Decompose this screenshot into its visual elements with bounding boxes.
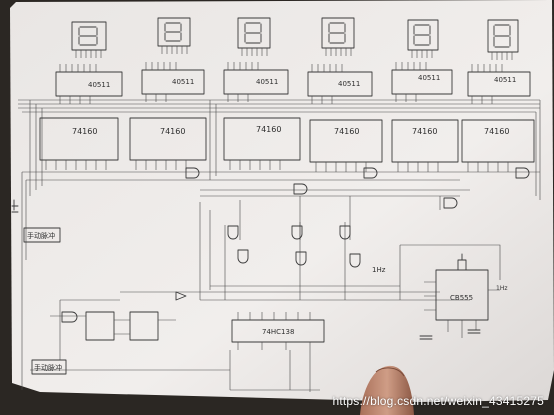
bottom-pulse-box: 手动脉冲 bbox=[31, 359, 67, 375]
nand-gate-6 bbox=[349, 253, 361, 268]
counter-chip-5: 74160 bbox=[391, 119, 459, 172]
finger bbox=[360, 365, 414, 415]
counter-label-6: 74160 bbox=[484, 127, 509, 136]
decoder-chip-3: 40511 bbox=[223, 62, 289, 102]
flip-flops bbox=[50, 311, 176, 341]
watermark: https://blog.csdn.net/weixin_43415275 bbox=[332, 394, 544, 408]
counter-chip-3: 74160 bbox=[223, 117, 301, 170]
counter-label-2: 74160 bbox=[160, 127, 185, 136]
and-gate-5 bbox=[443, 197, 458, 209]
nand-gate-4 bbox=[237, 249, 249, 264]
wiring-middle bbox=[21, 171, 540, 392]
timer-chip: CB555 1Hz bbox=[419, 253, 507, 340]
decoder-chip-1: 40511 bbox=[55, 64, 123, 104]
logic-gates bbox=[61, 167, 530, 323]
and-gate-1 bbox=[185, 167, 200, 179]
mux-chip: 74HC138 bbox=[231, 312, 325, 350]
seven-seg-display-4 bbox=[321, 17, 355, 56]
freq-label: 1Hz bbox=[372, 266, 386, 274]
seven-seg-display-2 bbox=[157, 17, 191, 54]
timer-label: CB555 bbox=[450, 294, 473, 302]
counter-label-1: 74160 bbox=[72, 127, 97, 136]
nand-gate-3 bbox=[339, 225, 351, 240]
counter-label-3: 74160 bbox=[256, 125, 281, 134]
capacitor-2 bbox=[467, 329, 481, 334]
mux-label: 74HC138 bbox=[262, 328, 294, 336]
display-row: 40511 40511 40511 40511 40511 40511 bbox=[55, 17, 531, 104]
capacitor-1 bbox=[419, 335, 433, 340]
seven-seg-display-5 bbox=[407, 19, 439, 58]
counter-label-4: 74160 bbox=[334, 127, 359, 136]
decoder-label-6: 40511 bbox=[494, 76, 516, 84]
and-gate-2 bbox=[363, 167, 378, 179]
flip-flop-2 bbox=[129, 311, 159, 341]
and-gate-3 bbox=[515, 167, 530, 179]
seven-seg-display-1 bbox=[71, 21, 107, 58]
decoder-label-1: 40511 bbox=[88, 81, 110, 89]
and-gate-4 bbox=[293, 183, 308, 195]
decoder-label-4: 40511 bbox=[338, 80, 360, 88]
decoder-chip-2: 40511 bbox=[141, 62, 205, 102]
counter-chip-4: 74160 bbox=[309, 119, 383, 172]
seven-seg-display-3 bbox=[237, 17, 271, 56]
decoder-label-3: 40511 bbox=[256, 78, 278, 86]
nand-gate-5 bbox=[295, 251, 307, 266]
decoder-label-5: 40511 bbox=[418, 74, 440, 82]
left-box-label: 手动脉冲 bbox=[27, 231, 55, 240]
decoder-chip-5: 40511 bbox=[391, 62, 453, 102]
counter-chip-2: 74160 bbox=[129, 117, 207, 170]
left-pulse-box: 手动脉冲 bbox=[23, 227, 61, 243]
counter-label-5: 74160 bbox=[412, 127, 437, 136]
counter-chip-6: 74160 bbox=[461, 119, 535, 172]
timer-freq-label: 1Hz bbox=[496, 285, 507, 292]
seven-seg-display-6 bbox=[487, 19, 519, 60]
nand-gate-1 bbox=[227, 225, 239, 240]
buffer-gate bbox=[175, 291, 187, 301]
counter-chip-1: 74160 bbox=[39, 117, 119, 170]
nand-gate-2 bbox=[291, 225, 303, 240]
counter-row: 74160 74160 74160 74160 74160 74160 bbox=[39, 117, 535, 172]
flip-flop-1 bbox=[85, 311, 115, 341]
resistor bbox=[457, 253, 467, 271]
bottom-box-label: 手动脉冲 bbox=[34, 363, 62, 372]
or-gate bbox=[61, 311, 78, 323]
decoder-label-2: 40511 bbox=[172, 78, 194, 86]
switch-symbol bbox=[11, 199, 19, 213]
